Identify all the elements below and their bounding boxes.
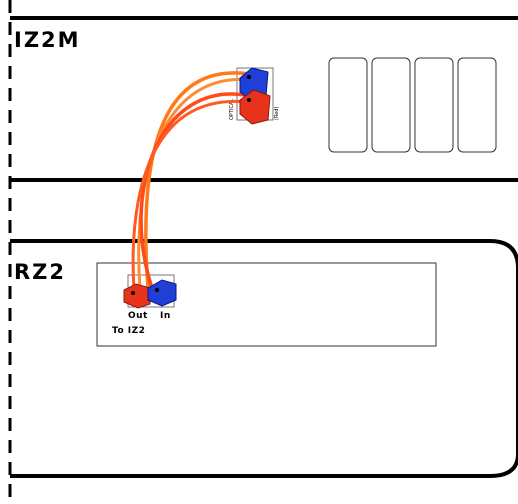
fiber-cables — [131, 71, 253, 291]
iz2m-device: IZ2M OPTICAL (Red) — [10, 16, 518, 182]
rz2-device: RZ2 Out In To IZ2 — [10, 239, 518, 478]
fiber-cable-orange — [144, 71, 251, 289]
fiber-cable-red — [139, 92, 251, 289]
optical-port-sublabel: (Red) — [274, 107, 280, 120]
out-port-label: Out — [128, 311, 148, 321]
iz2m-slot — [328, 57, 368, 153]
iz2m-label: IZ2M — [14, 28, 81, 52]
to-iz2-caption: To IZ2 — [112, 326, 145, 336]
in-port-label: In — [160, 311, 171, 321]
rz2-label: RZ2 — [14, 260, 66, 284]
rz2-red-connector — [123, 283, 151, 309]
rz2-outline — [10, 239, 518, 478]
optical-port-label: OPTICAL — [229, 99, 235, 120]
iz2m-slot — [457, 57, 497, 153]
iz2m-slot — [371, 57, 411, 153]
rz2-port-panel — [96, 262, 437, 347]
iz2m-red-connector — [239, 89, 271, 125]
rz2-blue-connector — [147, 279, 177, 307]
iz2m-slot — [414, 57, 454, 153]
fiber-cable-red-inner — [131, 99, 249, 291]
